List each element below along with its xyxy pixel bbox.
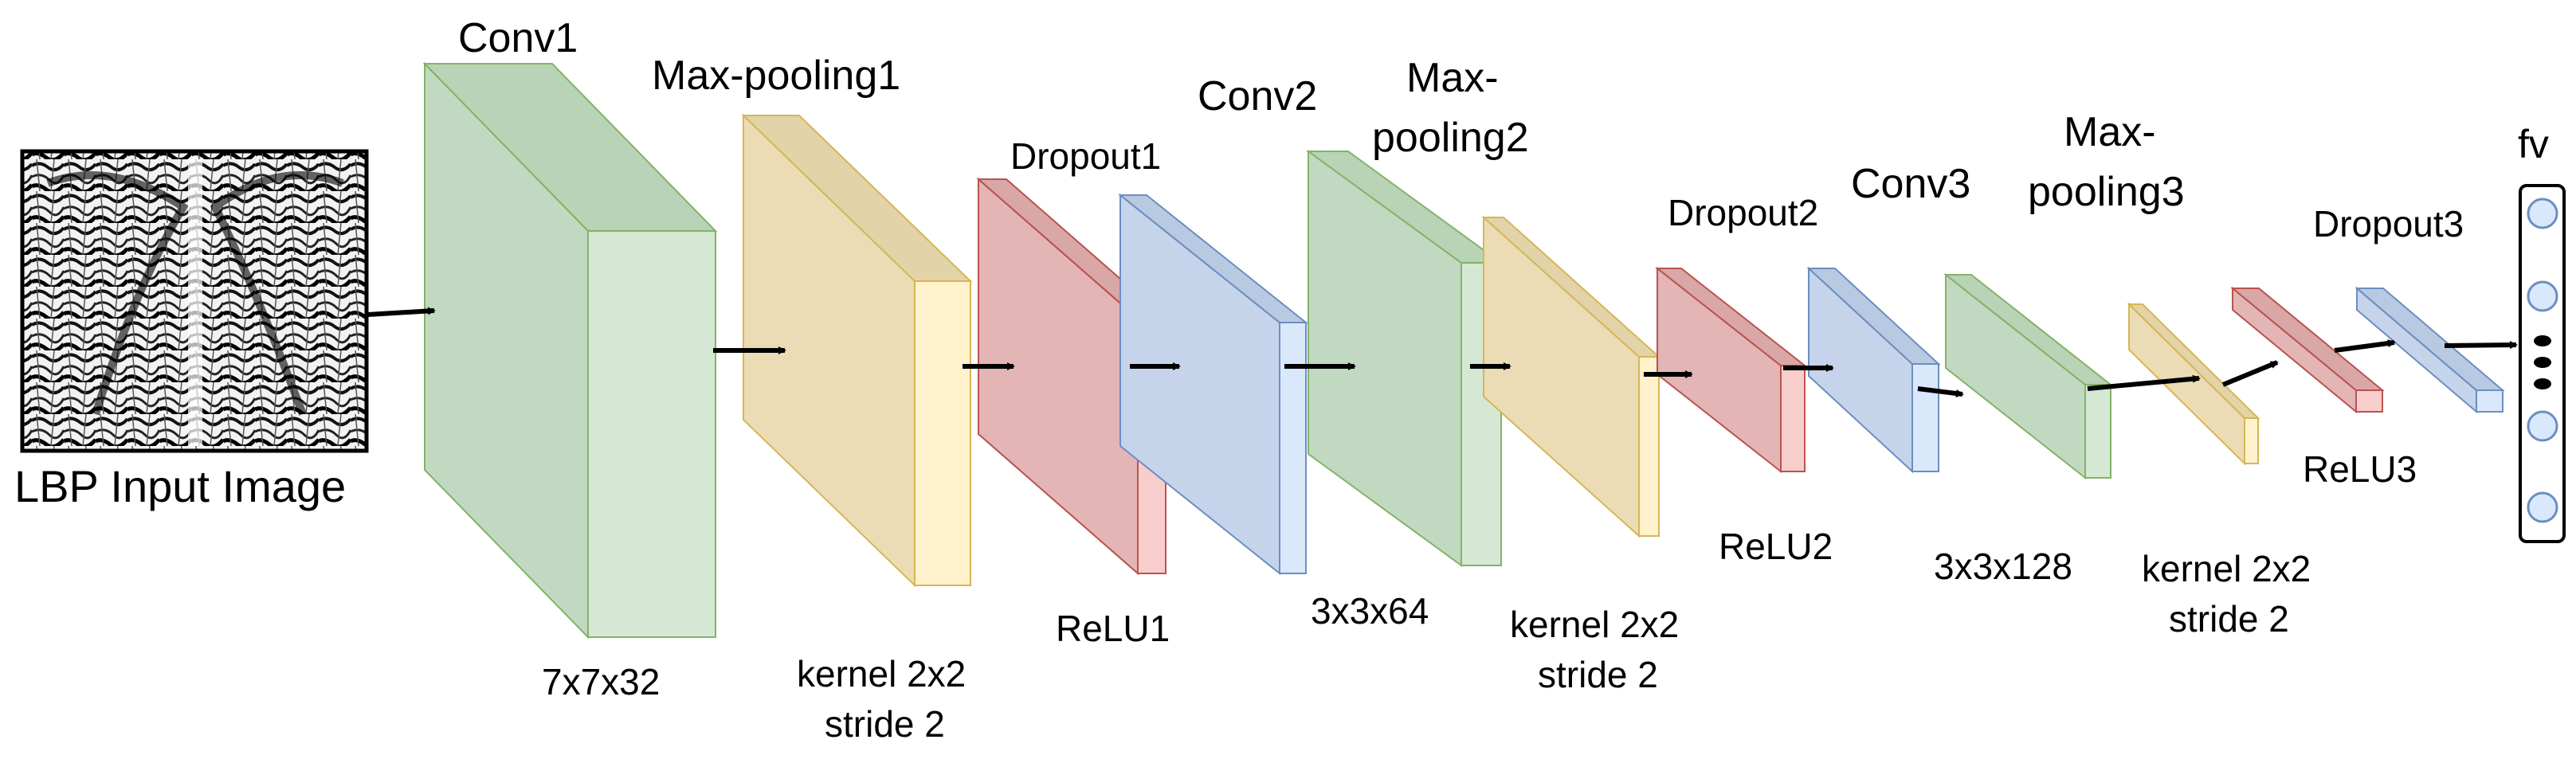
dropout3-layer-block xyxy=(2127,302,2260,466)
conv2-kernel-label: 3x3x64 xyxy=(1311,590,1429,632)
arrow-12 xyxy=(2334,339,2396,353)
maxpool2-title-line1: Max- xyxy=(1406,55,1499,101)
maxpool3-kernel-label: kernel 2x2 xyxy=(2142,548,2311,589)
maxpool2-side-face xyxy=(1483,215,1640,538)
lbp-input-image xyxy=(20,149,369,453)
dropout3-front-face xyxy=(2244,417,2259,464)
arrow-1 xyxy=(367,307,436,317)
dropout3-title: Dropout3 xyxy=(2313,203,2464,245)
maxpool2-layer-block xyxy=(1481,215,1661,538)
maxpool3-title-line1: Max- xyxy=(2064,109,2156,155)
relu3-layer-block xyxy=(2230,286,2385,414)
maxpool1-stride-label: stride 2 xyxy=(825,703,945,745)
maxpool3-side-face xyxy=(1945,272,2086,480)
conv3-kernel-label: 3x3x128 xyxy=(1934,546,2072,587)
dropout2-front-face xyxy=(1780,365,1806,472)
conv2-side-face xyxy=(1308,150,1462,567)
arrow-10 xyxy=(2087,374,2201,391)
maxpool3-title-line2: pooling3 xyxy=(2028,169,2185,215)
conv1-title: Conv1 xyxy=(458,15,578,61)
fv-node-4 xyxy=(2527,491,2558,523)
maxpool2-front-face xyxy=(1638,356,1660,537)
fv-node-1 xyxy=(2527,198,2558,229)
fv-ellipsis-dot-1 xyxy=(2534,335,2551,346)
relu3-front-face xyxy=(2355,389,2383,413)
conv1-kernel-label: 7x7x32 xyxy=(542,661,660,702)
fv-ellipsis-dot-2 xyxy=(2534,357,2551,368)
maxpool1-title: Max-pooling1 xyxy=(652,53,900,99)
conv2-title: Conv2 xyxy=(1198,73,1317,119)
dropout1-title: Dropout1 xyxy=(1010,135,1161,177)
maxpool3-front-face xyxy=(2084,384,2111,479)
fv-node-2 xyxy=(2527,280,2558,312)
fc-top-face xyxy=(2354,288,2505,391)
maxpool1-layer-block xyxy=(741,113,973,588)
maxpool2-title-line2: pooling2 xyxy=(1372,115,1529,161)
maxpool1-front-face xyxy=(914,280,971,586)
fc-layer-block xyxy=(2354,286,2505,414)
relu1-label: ReLU1 xyxy=(1056,608,1170,649)
maxpool3-stride-label: stride 2 xyxy=(2169,598,2289,640)
relu1-layer-block xyxy=(1118,193,1308,576)
connection-arrows xyxy=(367,307,2518,397)
conv3-title: Conv3 xyxy=(1851,161,1970,207)
fv-label: fv xyxy=(2518,122,2549,166)
conv1-front-face xyxy=(587,230,716,638)
fv-node-3 xyxy=(2527,410,2558,442)
maxpool2-kernel-label: kernel 2x2 xyxy=(1510,604,1679,645)
maxpool3-layer-block xyxy=(1943,272,2113,480)
maxpool1-kernel-label: kernel 2x2 xyxy=(797,653,966,694)
input-label: LBP Input Image xyxy=(14,461,346,511)
maxpool2-stride-label: stride 2 xyxy=(1538,654,1658,695)
conv1-layer-block xyxy=(422,61,718,640)
fc-front-face xyxy=(2476,389,2503,413)
dropout2-title: Dropout2 xyxy=(1668,192,1818,233)
arrow-11 xyxy=(2221,360,2279,387)
relu1-front-face xyxy=(1279,322,1307,574)
feature-vector xyxy=(2519,184,2566,543)
arrow-13 xyxy=(2444,341,2518,350)
fv-ellipsis-dot-3 xyxy=(2534,378,2551,389)
dropout2-layer-block xyxy=(1655,266,1807,474)
arrow-9 xyxy=(1917,386,1964,397)
relu3-label: ReLU3 xyxy=(2303,448,2417,490)
conv2-layer-block xyxy=(1305,150,1504,567)
relu2-label: ReLU2 xyxy=(1719,526,1833,567)
conv3-front-face xyxy=(1911,363,1939,472)
